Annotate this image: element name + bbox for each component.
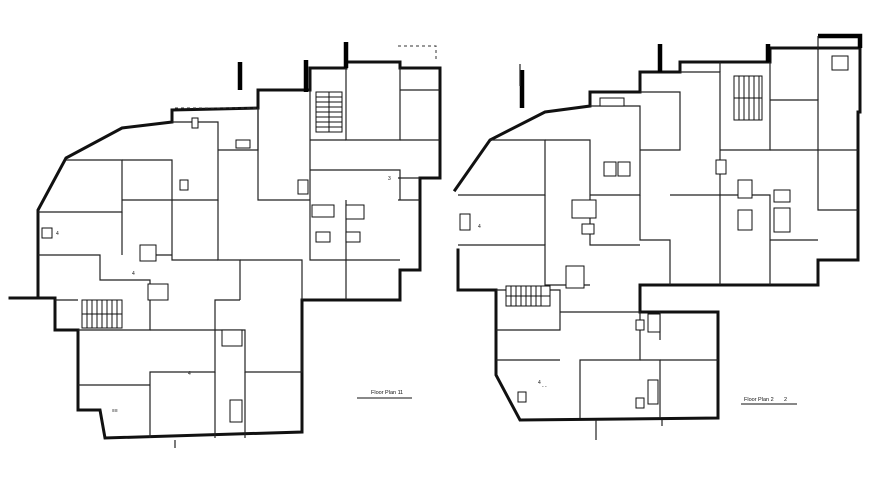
- svg-text:4: 4: [56, 231, 59, 237]
- right-plan-room-tags: 4 4 - -: [478, 224, 547, 390]
- svg-text:3: 3: [388, 176, 391, 182]
- right-plan-fixtures: [459, 55, 849, 409]
- svg-text:4: 4: [188, 371, 191, 377]
- left-plan-interior-walls: [38, 68, 440, 448]
- right-plan-staircase-upper: [733, 75, 763, 121]
- svg-text:- -: - -: [542, 384, 547, 390]
- left-plan-caption-text: Floor Plan 1: [371, 390, 401, 396]
- left-plan-outer-wall: [8, 60, 442, 440]
- right-plan-parapet: [519, 33, 863, 108]
- left-plan-balcony-dashed: [175, 45, 437, 109]
- left-plan-staircase-upper: [315, 91, 343, 133]
- right-plan-caption-text: Floor Plan 2: [744, 397, 774, 403]
- right-plan-interior-walls: [458, 48, 858, 440]
- right-plan-marker: 2: [784, 397, 787, 403]
- left-plan-room-tags: 4 4 ≡≡ 3 4: [56, 176, 391, 414]
- svg-text:4: 4: [132, 271, 135, 277]
- left-plan-marker: 1: [400, 390, 403, 396]
- left-plan-caption: Floor Plan 1 1: [357, 390, 412, 399]
- left-plan-staircase-lower: [81, 299, 123, 329]
- right-plan-outer-wall: [452, 46, 862, 422]
- svg-text:4: 4: [538, 380, 541, 386]
- right-floor-plan: 4 4 - - Floor Plan 2 2: [452, 33, 863, 440]
- svg-text:≡≡: ≡≡: [112, 408, 118, 414]
- left-floor-plan: 4 4 ≡≡ 3 4 Floor Plan 1 1: [8, 42, 442, 448]
- left-plan-parapet: [237, 42, 349, 92]
- svg-text:4: 4: [478, 224, 481, 230]
- right-plan-staircase-lower: [505, 285, 551, 307]
- right-plan-caption: Floor Plan 2 2: [741, 397, 797, 405]
- left-plan-fixtures: [41, 117, 365, 423]
